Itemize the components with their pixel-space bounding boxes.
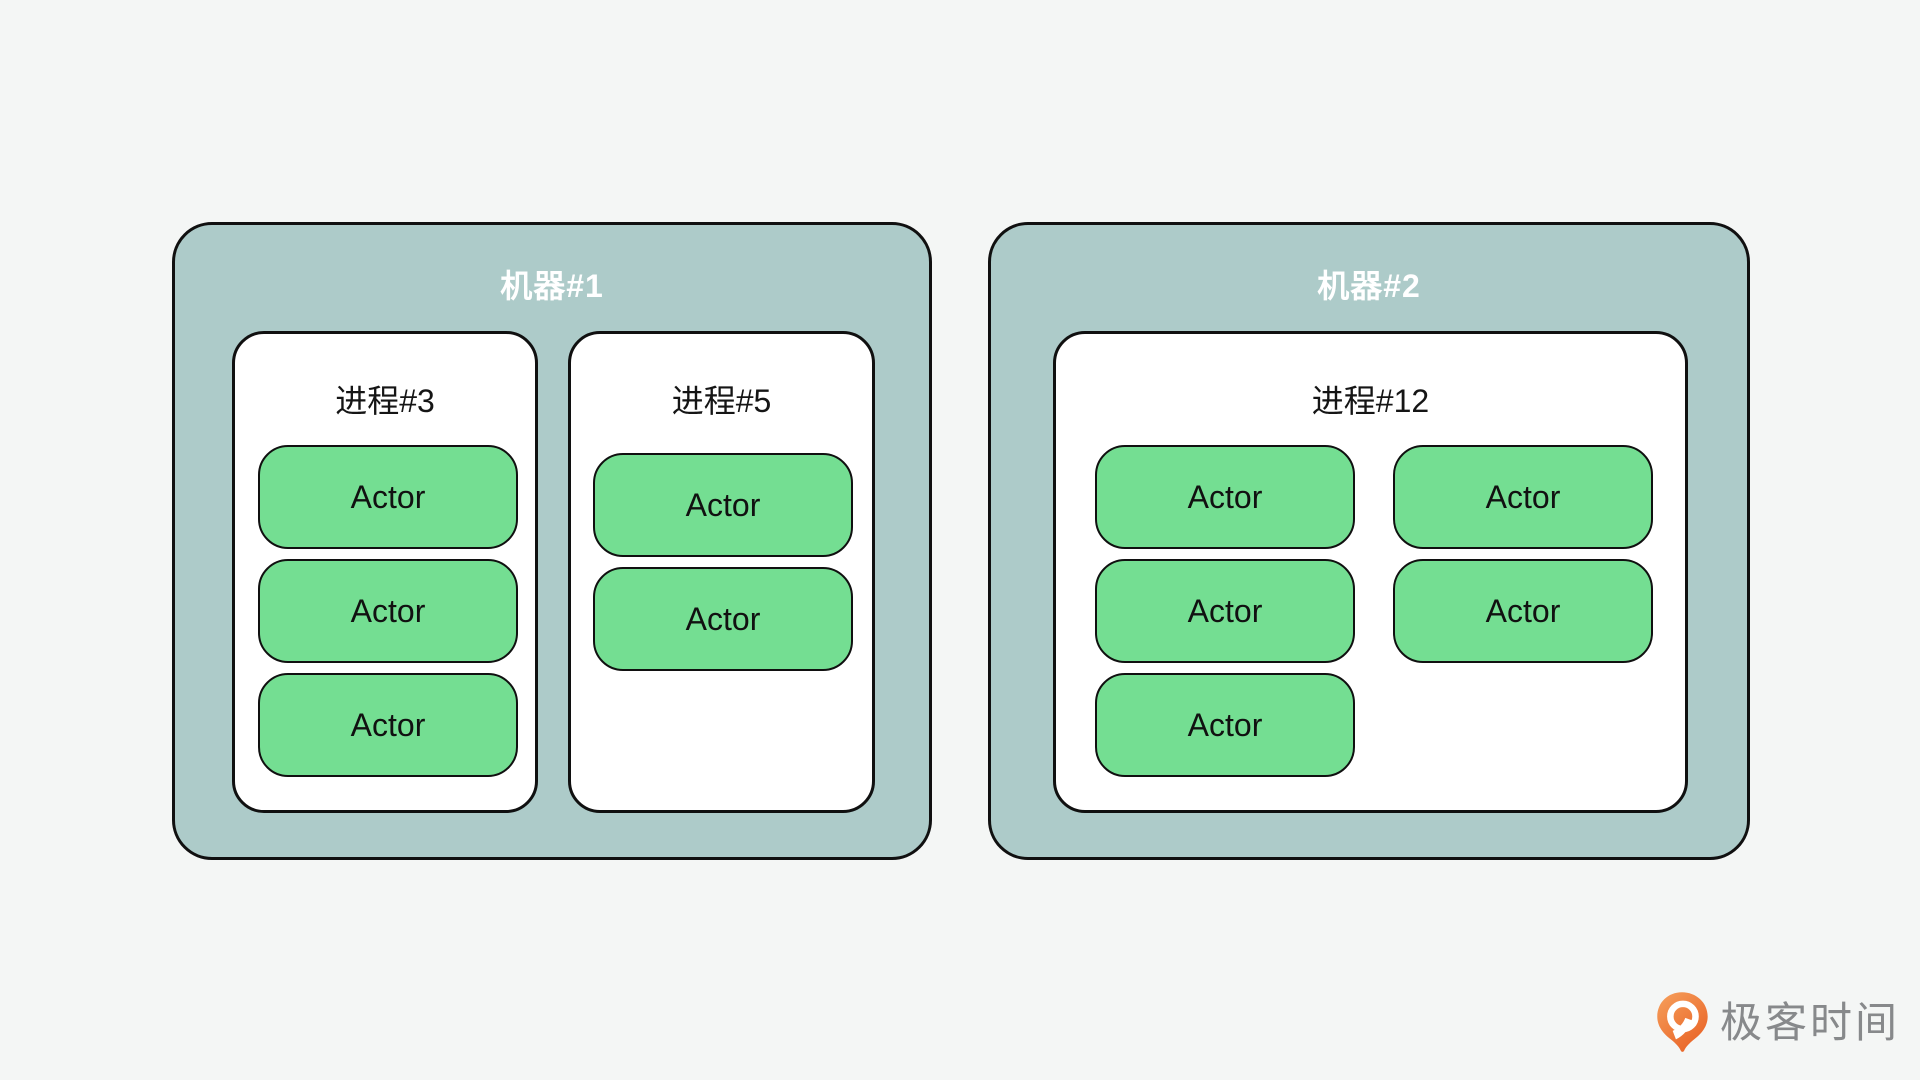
machine-2-title: 机器#2 [1317, 268, 1421, 304]
actor-box: Actor [258, 673, 518, 777]
actor-box: Actor [1095, 445, 1355, 549]
process-5-box: 进程#5 Actor Actor [568, 331, 875, 813]
actor-box: Actor [593, 567, 853, 671]
actor-box: Actor [258, 445, 518, 549]
actor-box: Actor [593, 453, 853, 557]
process-3-title: 进程#3 [335, 383, 435, 419]
process-12-title: 进程#12 [1311, 383, 1430, 419]
machine-1-box: 机器#1 进程#3 Actor Actor Actor 进程#5 Actor A… [172, 222, 932, 860]
actor-box: Actor [1095, 559, 1355, 663]
geektime-pin-icon [1657, 992, 1708, 1052]
process-5-title: 进程#5 [671, 383, 772, 419]
brand-footer: 极客时间 [1654, 990, 1900, 1056]
machine-1-title: 机器#1 [500, 268, 604, 304]
actor-box: Actor [1095, 673, 1355, 777]
brand-text: 极客时间 [1720, 999, 1901, 1046]
actor-box: Actor [258, 559, 518, 663]
actor-box: Actor [1393, 559, 1653, 663]
process-12-box: 进程#12 Actor Actor Actor Actor Actor [1053, 331, 1688, 813]
process-3-box: 进程#3 Actor Actor Actor [232, 331, 538, 813]
actor-box: Actor [1393, 445, 1653, 549]
machine-2-box: 机器#2 进程#12 Actor Actor Actor Actor Actor [988, 222, 1750, 860]
